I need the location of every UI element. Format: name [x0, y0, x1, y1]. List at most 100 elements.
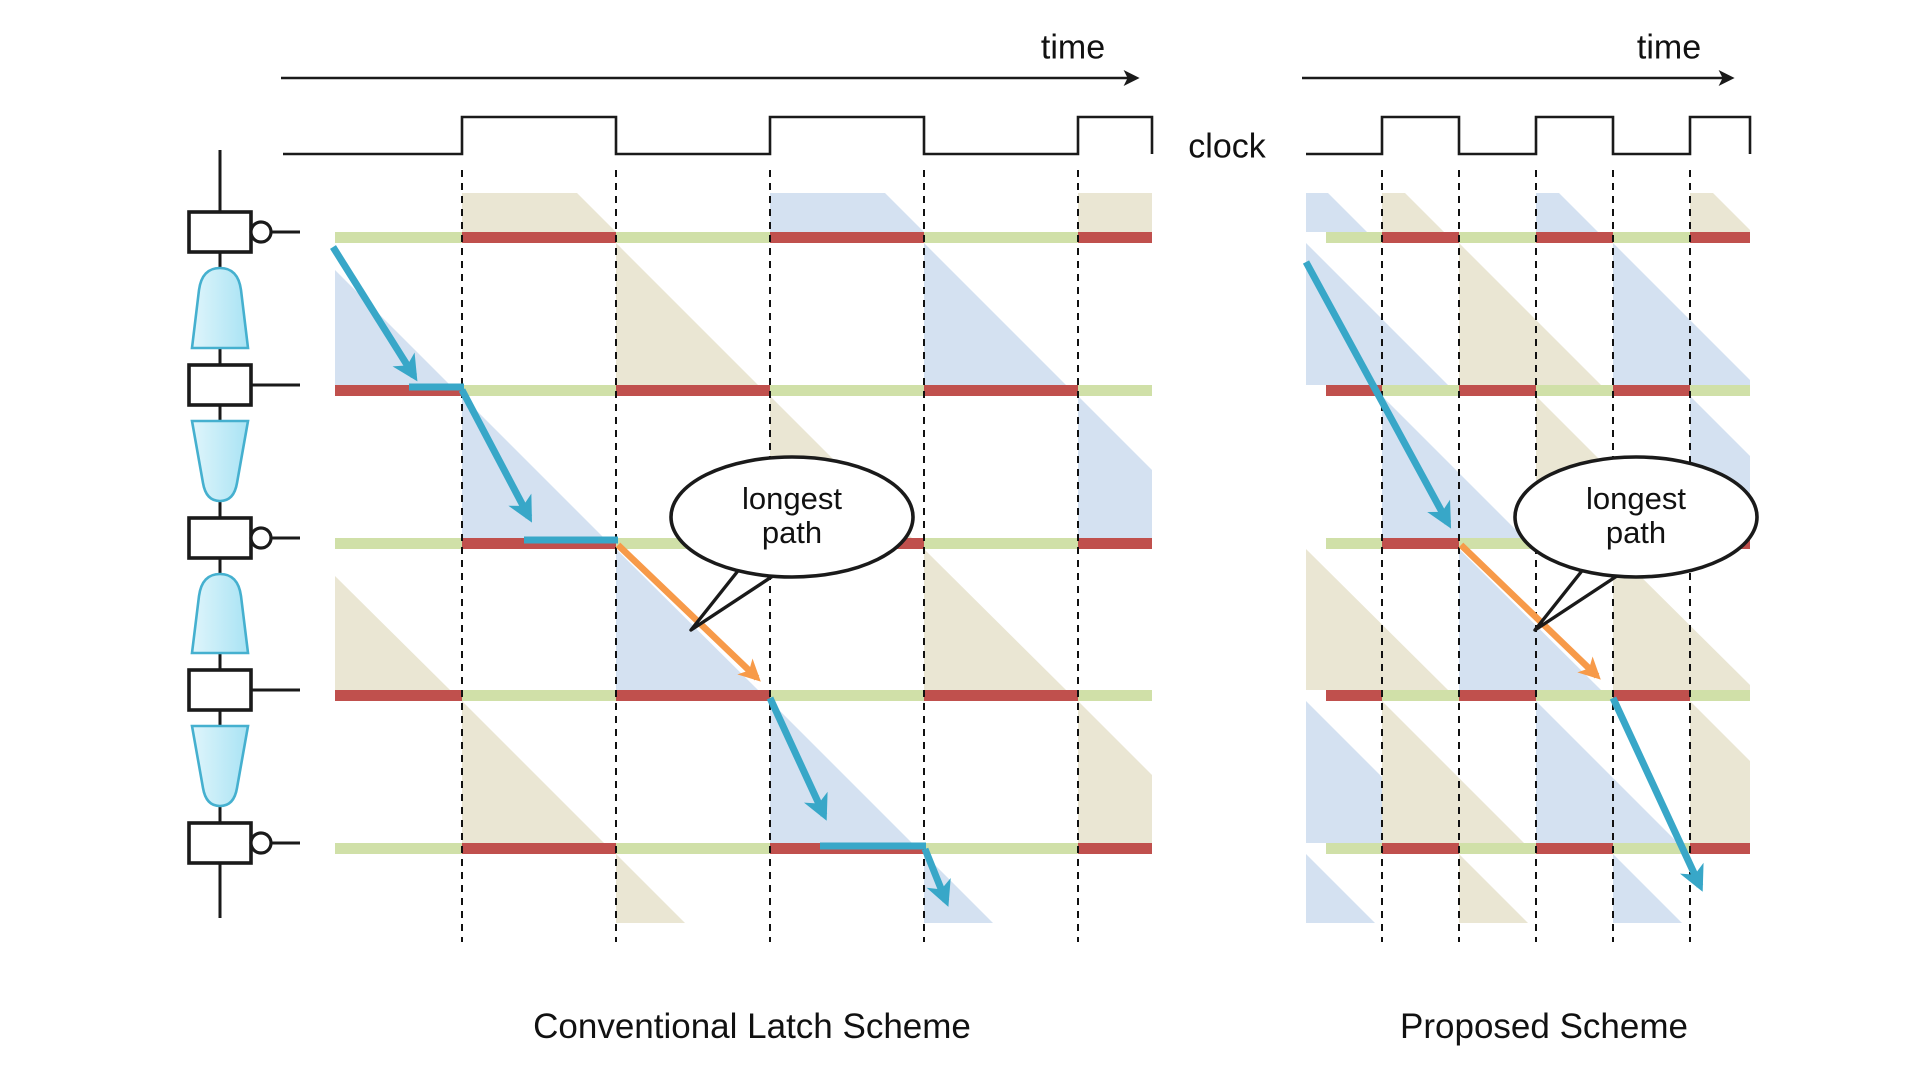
latch-closed-bar [1078, 843, 1152, 854]
latch-closed-bar [1690, 843, 1750, 854]
signal-arrow [1609, 696, 1704, 892]
latch-closed-bar [616, 385, 770, 396]
clock-and-time-axes [281, 70, 1752, 156]
inversion-bubble-icon [249, 526, 273, 550]
signal-arrow [1302, 260, 1452, 529]
latch-open-bar [335, 843, 1152, 854]
time-axis-label-left: time [1040, 28, 1106, 67]
propagation-cone [462, 396, 604, 538]
latch-closed-bar [1459, 385, 1536, 396]
latch-closed-bar [1382, 538, 1459, 549]
speech-bubble [669, 455, 915, 579]
latch-open-bar [1326, 385, 1750, 396]
latch-closed-bar [1690, 232, 1750, 243]
propagation-cone [1459, 854, 1528, 923]
longest-path-arrow [615, 542, 761, 682]
longest-path-callout-left: longest path [742, 482, 842, 550]
latch-closed-bar [1382, 232, 1459, 243]
propagation-cone [1382, 193, 1444, 232]
propagation-cone [1613, 243, 1750, 385]
latch-closed-bar [1382, 843, 1459, 854]
latch-closed-bar [770, 232, 924, 243]
propagation-cone [1536, 701, 1678, 843]
inversion-bubble-icon [249, 220, 273, 244]
propagation-cone [462, 193, 616, 232]
latch-box [187, 821, 253, 865]
signal-arrow [458, 388, 533, 523]
propagation-cone [1613, 549, 1750, 690]
bubble-line1: longest [742, 481, 842, 516]
propagation-cone [1078, 193, 1152, 232]
logic-gate-icon [190, 266, 250, 350]
signal-arrow [330, 245, 418, 382]
latch-closed-bar [1078, 232, 1152, 243]
propagation-cone [616, 243, 758, 385]
propagation-cone [1690, 701, 1750, 843]
propagation-cone [924, 549, 1066, 690]
clock-waveform-right [1306, 115, 1752, 156]
bubble-line1: longest [1586, 481, 1686, 516]
signal-path-arrows [330, 245, 1704, 907]
latch-box [187, 668, 253, 712]
latch-box [187, 210, 253, 254]
latch-closed-bar [335, 385, 462, 396]
propagation-cone [616, 549, 758, 690]
latch-closed-bar [1536, 232, 1613, 243]
propagation-cone [1459, 549, 1601, 690]
bubble-line2: path [1605, 515, 1667, 550]
propagation-cone [1690, 193, 1750, 232]
speech-bubble [1513, 455, 1759, 579]
logic-gate-icon [190, 572, 250, 655]
time-axis-label-right: time [1636, 28, 1702, 67]
latch-closed-bar [1613, 690, 1690, 701]
propagation-cone [616, 854, 685, 923]
latch-open-bar [1326, 690, 1750, 701]
propagation-cone [1306, 854, 1375, 923]
latch-closed-bar [1459, 690, 1536, 701]
propagation-cone [1382, 701, 1524, 843]
latch-closed-bar [462, 843, 616, 854]
latch-closed-bar [462, 232, 616, 243]
latch-closed-bar [1078, 538, 1152, 549]
latch-closed-bar [924, 690, 1078, 701]
longest-path-arrow [1458, 542, 1601, 680]
right-panel-title: Proposed Scheme [1400, 1007, 1688, 1046]
latch-closed-bar [1326, 690, 1382, 701]
inversion-bubble-icon [249, 831, 273, 855]
clock-edge-gridlines [461, 170, 1691, 942]
propagation-cone [335, 576, 450, 690]
propagation-cone [1536, 193, 1598, 232]
propagation-cone [1382, 396, 1524, 538]
propagation-cone [770, 701, 912, 843]
logic-gate-icon [190, 419, 250, 503]
latch-box [187, 363, 253, 407]
signal-arrow [921, 847, 951, 907]
clock-label: clock [1188, 127, 1266, 166]
bubble-line2: path [761, 515, 823, 550]
latch-closed-bar [616, 690, 770, 701]
logic-gate-icon [190, 724, 250, 808]
propagation-cone [1306, 243, 1448, 385]
propagation-cone [1306, 549, 1448, 690]
propagation-cone [924, 243, 1066, 385]
latch-open-bar [335, 232, 1152, 243]
propagation-cone [770, 193, 924, 232]
latch-pipeline-circuit [187, 150, 300, 918]
clock-waveform-left [283, 115, 1154, 156]
propagation-cone [462, 701, 604, 843]
propagation-cones [335, 193, 1750, 923]
propagation-cone [1613, 854, 1682, 923]
latch-closed-bar [1536, 843, 1613, 854]
propagation-cone [1078, 396, 1152, 538]
propagation-cone [1078, 701, 1152, 843]
propagation-cone [335, 270, 450, 385]
propagation-cone [1459, 243, 1601, 385]
latch-closed-bar [924, 385, 1078, 396]
signal-arrow [766, 696, 828, 821]
latch-closed-bar [335, 690, 462, 701]
latch-box [187, 516, 253, 560]
latch-closed-bar [1613, 385, 1690, 396]
